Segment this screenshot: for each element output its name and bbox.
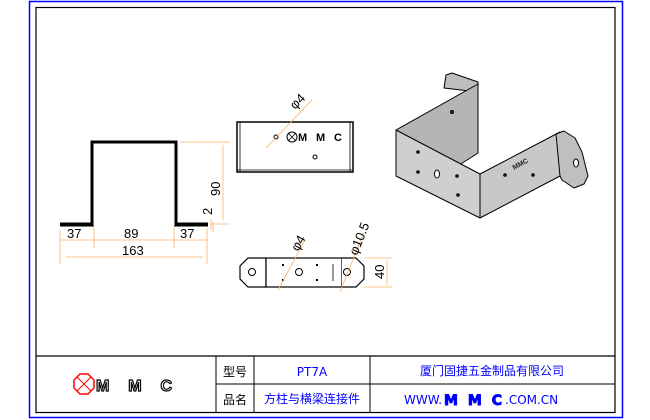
outer-frame bbox=[28, 0, 624, 419]
hole-icon bbox=[295, 268, 303, 276]
dim-hole-top: φ4 bbox=[287, 90, 309, 112]
dim-thickness: 2 bbox=[200, 208, 215, 215]
title-block: MMC 型号 PT7A 厦门固捷五金制品有限公司 品名 方柱与横梁连接件 WWW… bbox=[36, 355, 615, 412]
dim-flange-right: 37 bbox=[180, 226, 194, 241]
model-value: PT7A bbox=[297, 365, 328, 379]
website: WWW. MMC .COM.CN bbox=[404, 393, 558, 410]
hole-icon bbox=[248, 268, 256, 276]
model-label: 型号 bbox=[223, 365, 247, 379]
name-value: 方柱与横梁连接件 bbox=[264, 391, 360, 406]
svg-text:.COM.CN: .COM.CN bbox=[505, 393, 558, 407]
dim-inner-width: 89 bbox=[124, 226, 138, 241]
dim-width: 40 bbox=[372, 265, 387, 279]
svg-text:MMC: MMC bbox=[298, 132, 342, 144]
dim-hole-small: φ4 bbox=[288, 232, 309, 253]
side-dimension-lines bbox=[59, 141, 230, 264]
side-view: 37 89 37 163 90 2 bbox=[59, 140, 230, 264]
profile-outline bbox=[60, 140, 208, 226]
bottom-view: φ4 φ10.5 40 bbox=[239, 220, 392, 293]
mmc-logo: MMC bbox=[73, 373, 173, 396]
dim-height: 90 bbox=[208, 182, 223, 196]
top-plate bbox=[236, 121, 354, 173]
svg-text:MMC: MMC bbox=[96, 378, 172, 395]
inner-border bbox=[35, 6, 616, 414]
dim-flange-left: 37 bbox=[67, 226, 81, 241]
top-view: MMC φ4 bbox=[236, 90, 354, 173]
svg-text:MMC: MMC bbox=[444, 393, 502, 409]
name-label: 品名 bbox=[223, 392, 247, 407]
dim-hole-large: φ10.5 bbox=[346, 220, 373, 257]
hole-icon bbox=[273, 134, 279, 140]
isometric-view: MMC bbox=[395, 72, 589, 219]
svg-text:WWW.: WWW. bbox=[404, 393, 442, 407]
hole-icon bbox=[312, 154, 318, 160]
company-name: 厦门固捷五金制品有限公司 bbox=[420, 363, 564, 378]
dim-total-width: 163 bbox=[122, 243, 144, 258]
